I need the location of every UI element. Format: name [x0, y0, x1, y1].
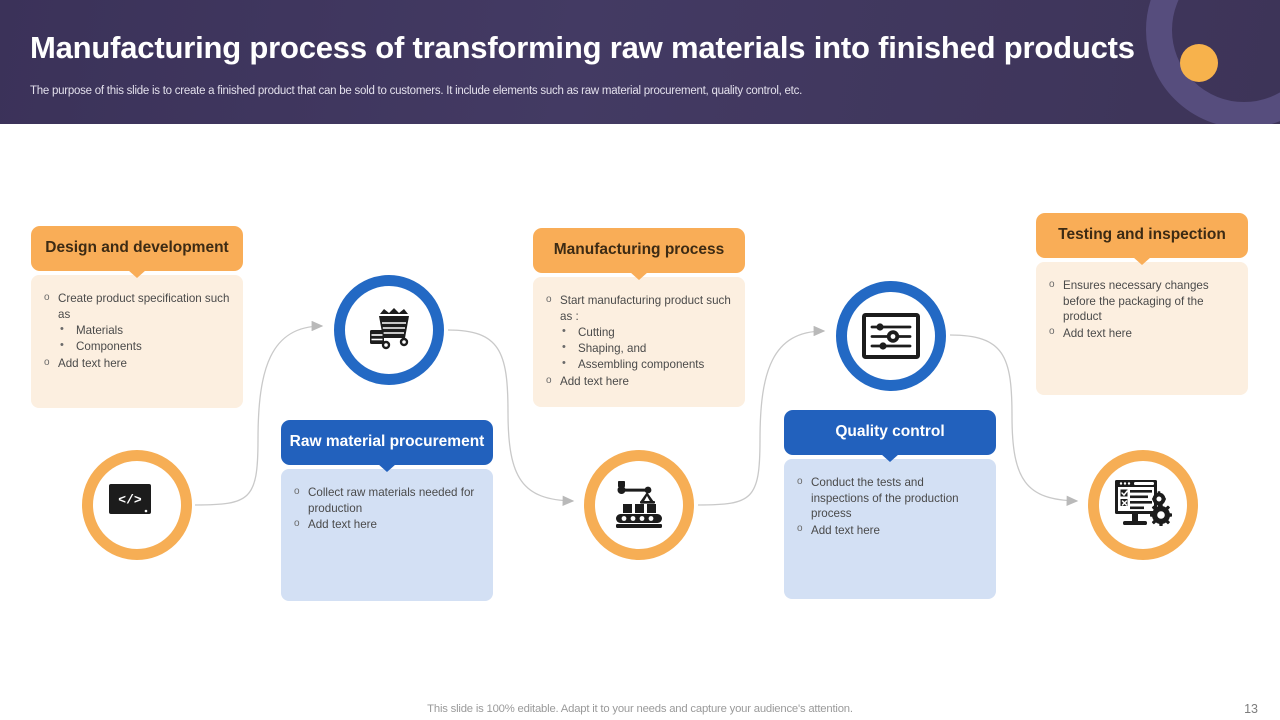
- card-body: Start manufacturing product such as : Cu…: [533, 277, 745, 407]
- card-title: Quality control: [835, 423, 945, 440]
- control-panel-sliders-icon: [862, 313, 920, 359]
- card-header: Design and development: [31, 226, 243, 271]
- step-icon-testing-and-inspection: [1088, 450, 1198, 560]
- list-item: Collect raw materials needed for product…: [289, 484, 481, 516]
- step-icon-design-and-development: </>: [82, 450, 192, 560]
- code-monitor-gear-icon: </>: [109, 484, 151, 514]
- list-item: Start manufacturing product such as : Cu…: [541, 292, 733, 373]
- card-header: Testing and inspection: [1036, 213, 1248, 258]
- bullet-list: Ensures necessary changes before the pac…: [1044, 278, 1236, 342]
- page-number: 13: [1244, 702, 1258, 716]
- sub-list-item: Components: [58, 338, 231, 355]
- bullet-list: Create product specification such as Mat…: [39, 290, 231, 372]
- list-item: Create product specification such as Mat…: [39, 290, 231, 355]
- mining-cart-ore-icon: [370, 308, 409, 350]
- list-item: Add text here: [39, 356, 231, 372]
- card-body: Collect raw materials needed for product…: [281, 469, 493, 601]
- card-body: Conduct the tests and inspections of the…: [784, 459, 996, 599]
- step-card-raw-material-procurement[interactable]: Raw material procurement Collect raw mat…: [281, 420, 493, 601]
- svg-text:</>: </>: [118, 493, 142, 508]
- step-icon-manufacturing-process: [584, 450, 694, 560]
- sub-list-item: Materials: [58, 322, 231, 339]
- checklist-monitor-gears-icon: [1115, 480, 1172, 526]
- slide-header: Manufacturing process of transforming ra…: [0, 0, 1280, 124]
- step-icon-raw-material-procurement: [334, 275, 444, 385]
- card-body: Ensures necessary changes before the pac…: [1036, 262, 1248, 395]
- footer-note: This slide is 100% editable. Adapt it to…: [427, 703, 853, 715]
- sub-list-item: Shaping, and: [560, 340, 733, 357]
- step-card-design-and-development[interactable]: Design and development Create product sp…: [31, 226, 243, 408]
- card-header: Quality control: [784, 410, 996, 455]
- step-card-testing-and-inspection[interactable]: Testing and inspection Ensures necessary…: [1036, 213, 1248, 395]
- list-item: Add text here: [1044, 325, 1236, 342]
- bullet-text: Start manufacturing product such as :: [560, 294, 731, 323]
- page-title: Manufacturing process of transforming ra…: [30, 30, 1135, 65]
- step-card-manufacturing-process[interactable]: Manufacturing process Start manufacturin…: [533, 228, 745, 407]
- bullet-list: Collect raw materials needed for product…: [289, 484, 481, 533]
- step-icon-quality-control: [836, 281, 946, 391]
- card-header: Raw material procurement: [281, 420, 493, 465]
- conveyor-belt-robot-arm-icon: [616, 481, 662, 528]
- card-header: Manufacturing process: [533, 228, 745, 273]
- list-item: Add text here: [289, 517, 481, 533]
- list-item: Add text here: [792, 522, 984, 539]
- bullet-list: Conduct the tests and inspections of the…: [792, 475, 984, 539]
- step-card-quality-control[interactable]: Quality control Conduct the tests and in…: [784, 410, 996, 599]
- list-item: Ensures necessary changes before the pac…: [1044, 278, 1236, 325]
- sub-bullet-list: Cutting Shaping, and Assembling componen…: [560, 324, 733, 373]
- sub-bullet-list: Materials Components: [58, 322, 231, 355]
- bullet-list: Start manufacturing product such as : Cu…: [541, 292, 733, 390]
- page-subtitle: The purpose of this slide is to create a…: [30, 85, 803, 97]
- bullet-text: Create product specification such as: [58, 292, 230, 321]
- card-title: Manufacturing process: [553, 241, 725, 258]
- decorative-dot-icon: [1180, 44, 1218, 82]
- card-title: Design and development: [45, 239, 229, 256]
- card-body: Create product specification such as Mat…: [31, 275, 243, 408]
- card-title: Testing and inspection: [1058, 226, 1226, 243]
- sub-list-item: Cutting: [560, 324, 733, 341]
- list-item: Add text here: [541, 374, 733, 390]
- list-item: Conduct the tests and inspections of the…: [792, 475, 984, 522]
- sub-list-item: Assembling components: [560, 356, 733, 373]
- card-title: Raw material procurement: [289, 433, 485, 450]
